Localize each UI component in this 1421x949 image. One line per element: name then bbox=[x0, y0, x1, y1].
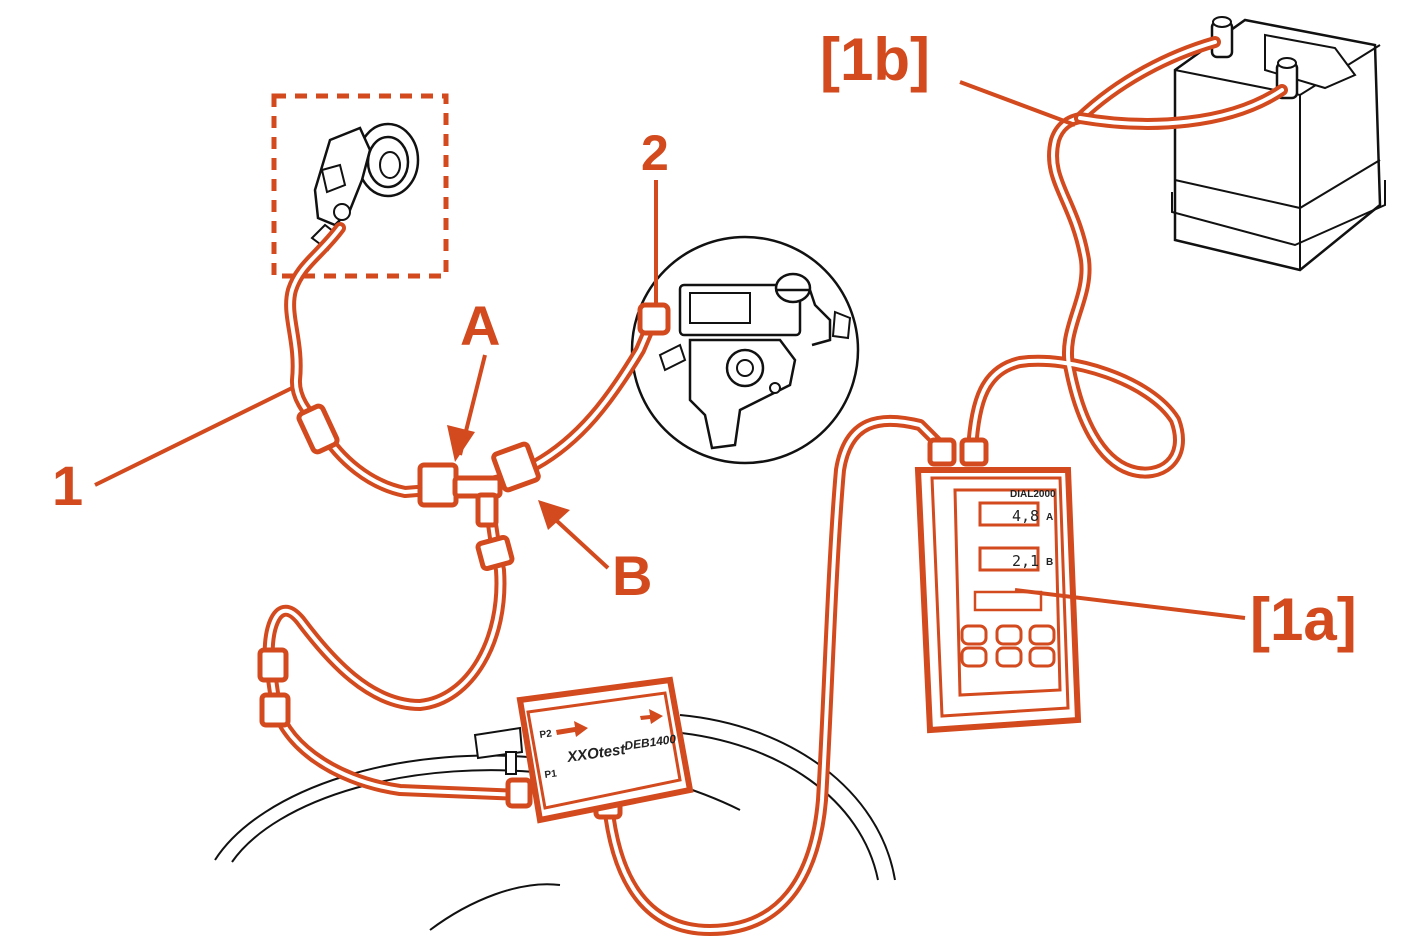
diaphragm-capsule-icon bbox=[271, 93, 449, 279]
callout-1a: [1a] bbox=[1250, 586, 1357, 653]
callout-B: B bbox=[612, 544, 652, 607]
flow-box-port-p1: P1 bbox=[544, 768, 558, 781]
battery-icon bbox=[1171, 16, 1386, 272]
pressure-sensor-icon bbox=[630, 235, 860, 465]
arrow-icon bbox=[640, 709, 663, 724]
callout-1b: [1b] bbox=[820, 26, 930, 93]
instrument-brand: DIAL2000 bbox=[1010, 489, 1056, 500]
callout-A: A bbox=[460, 294, 500, 357]
callout-1: 1 bbox=[52, 454, 83, 517]
display-a-channel: A bbox=[1046, 512, 1053, 523]
hoses-and-cables bbox=[262, 36, 1288, 936]
callout-2: 2 bbox=[641, 125, 669, 181]
dial2000-instrument: DIAL2000 4,8 A 2,1 B bbox=[914, 467, 1082, 734]
display-b-channel: B bbox=[1046, 557, 1053, 568]
flow-box-port-p2: P2 bbox=[539, 728, 553, 741]
display-b-value: 2,1 bbox=[1012, 552, 1039, 570]
callout-arrowheads bbox=[447, 425, 570, 530]
arrow-icon bbox=[556, 721, 588, 737]
flow-box: P2 P1 XXOtest DEB1400 bbox=[473, 676, 694, 824]
keypad bbox=[960, 624, 1056, 668]
display-a-value: 4,8 bbox=[1012, 507, 1039, 525]
